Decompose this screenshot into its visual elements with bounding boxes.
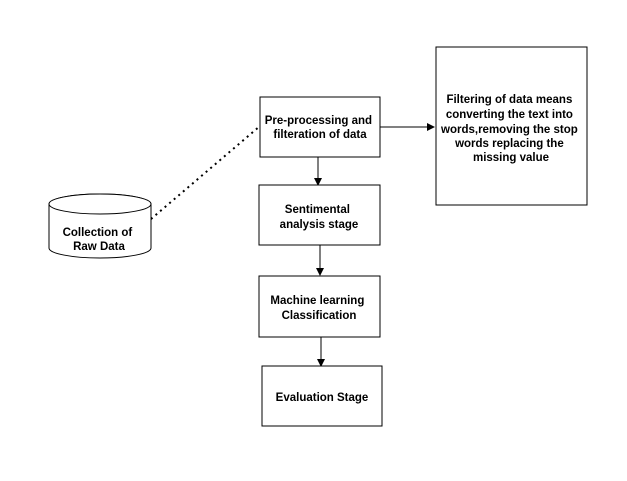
node-filtering-note-line-5: missing value: [473, 152, 549, 164]
node-filtering-note-line-2: converting the text into: [446, 109, 573, 121]
node-filtering-note-line-4: words replacing the: [454, 138, 564, 150]
node-sentimental: Sentimental analysis stage: [258, 184, 381, 246]
node-ml-classification-line-2: Classification: [282, 310, 357, 322]
node-filtering-note: Filtering of data means converting the t…: [435, 46, 588, 206]
node-raw-data-line-1: Collection of: [63, 227, 133, 239]
node-evaluation-label: Evaluation Stage: [276, 392, 369, 404]
node-ml-classification-line-1: Machine learning: [270, 295, 364, 307]
node-filtering-note-line-1: Filtering of data means: [446, 94, 572, 106]
edge-raw-data-to-preprocessing: [150, 125, 261, 220]
node-ml-classification: Machine learning Classification: [258, 275, 381, 338]
node-filtering-note-line-3: words,removing the stop: [440, 124, 578, 136]
node-ml-classification-label: Machine learning Classification: [270, 295, 367, 322]
node-preprocessing: Pre-processing and filteration of data: [259, 96, 381, 158]
node-raw-data-line-2: Raw Data: [73, 241, 125, 253]
node-preprocessing-line-1: Pre-processing and: [265, 115, 372, 127]
node-evaluation: Evaluation Stage: [261, 365, 383, 427]
node-sentimental-label: Sentimental analysis stage: [280, 204, 359, 231]
node-preprocessing-label: Pre-processing and filteration of data: [265, 115, 376, 141]
node-raw-data: Collection of Raw Data: [48, 193, 152, 259]
node-sentimental-line-1: Sentimental: [285, 204, 350, 216]
node-raw-data-label: Collection of Raw Data: [63, 227, 136, 253]
node-filtering-note-label: Filtering of data means converting the t…: [440, 94, 581, 164]
cylinder-top: [48, 193, 152, 215]
node-evaluation-line-1: Evaluation Stage: [276, 392, 369, 404]
node-preprocessing-line-2: filteration of data: [273, 129, 367, 141]
node-sentimental-line-2: analysis stage: [280, 219, 359, 231]
